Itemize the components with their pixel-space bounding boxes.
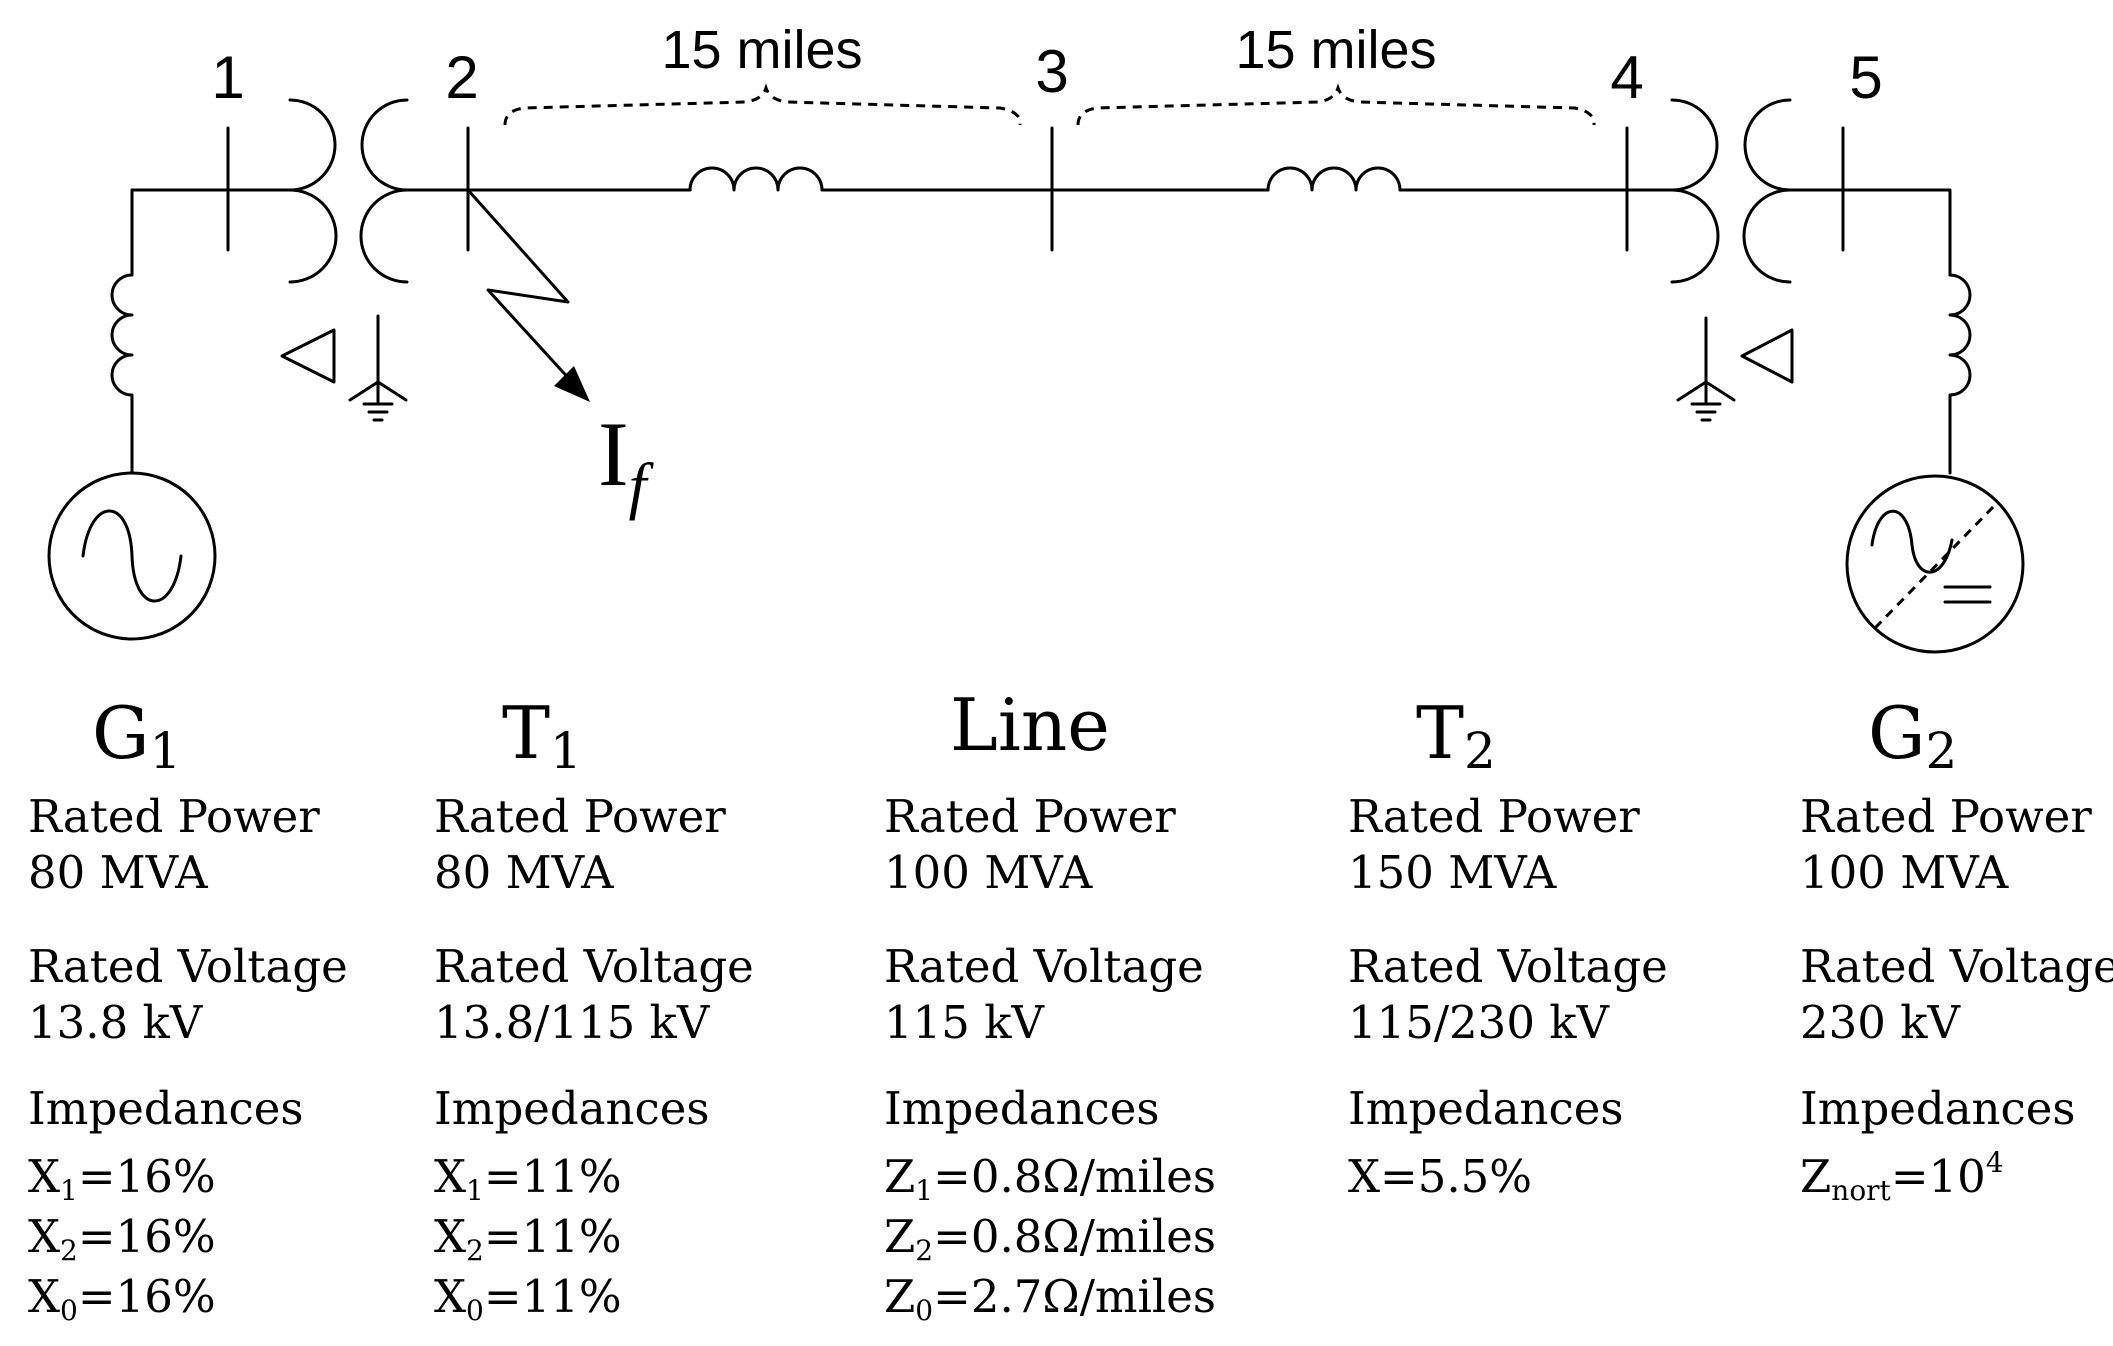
t1-rated-voltage-label: Rated Voltage <box>434 940 754 993</box>
g2-impedance-znort: Znort=104 <box>1800 1146 2004 1207</box>
t1-impedance-x0: X0=11% <box>434 1270 622 1327</box>
fault-lightning-path <box>466 188 574 384</box>
t2-rated-power-label: Rated Power <box>1348 790 1640 843</box>
fault-current-label: If <box>598 403 655 521</box>
t2-impedances-label: Impedances <box>1348 1082 1623 1135</box>
t1-impedance-x2: X2=11% <box>434 1210 622 1267</box>
line-rated-voltage-value: 115 kV <box>884 996 1045 1049</box>
bus-label-1: 1 <box>211 44 244 111</box>
line-section-1-length: 15 miles <box>661 20 862 80</box>
t1-title: T1 <box>502 691 582 780</box>
line-rated-power-label: Rated Power <box>884 790 1176 843</box>
line-title: Line <box>950 683 1110 767</box>
g1-impedances-label: Impedances <box>28 1082 303 1135</box>
t2-rated-voltage-value: 115/230 kV <box>1348 996 1611 1049</box>
t2-rated-voltage-label: Rated Voltage <box>1348 940 1668 993</box>
line-impedance-z2: Z2=0.8Ω/miles <box>884 1210 1216 1267</box>
g2-lead <box>1788 188 1952 277</box>
t1-impedance-x1: X1=11% <box>434 1150 622 1207</box>
g2-impedances-label: Impedances <box>1800 1082 2075 1135</box>
t1-grounded-wye-symbol <box>348 314 408 422</box>
distance-brace-2 <box>1076 83 1596 126</box>
line-section-2-inductor <box>1266 166 1402 192</box>
t1-rated-power-label: Rated Power <box>434 790 726 843</box>
g1-impedance-x2: X2=16% <box>28 1210 216 1267</box>
t2-impedance-x: X=5.5% <box>1348 1150 1532 1203</box>
g1-rated-power-label: Rated Power <box>28 790 320 843</box>
line-spec-block: Line Rated Power 100 MVA Rated Voltage 1… <box>884 683 1216 1327</box>
t1-secondary-winding <box>359 98 409 284</box>
line-rated-power-value: 100 MVA <box>884 846 1093 899</box>
t2-rated-power-value: 150 MVA <box>1348 846 1557 899</box>
g1-impedance-x0: X0=16% <box>28 1270 216 1327</box>
g1-impedance-x1: X1=16% <box>28 1150 216 1207</box>
g2-rated-voltage-value: 230 kV <box>1800 996 1961 1049</box>
t1-delta-symbol <box>280 328 336 384</box>
g2-rated-power-label: Rated Power <box>1800 790 2092 843</box>
g2-spec-block: G2 Rated Power 100 MVA Rated Voltage 230… <box>1800 691 2113 1207</box>
g2-rated-voltage-label: Rated Voltage <box>1800 940 2113 993</box>
g2-reactance-coil <box>1948 273 1972 475</box>
bus-label-3: 3 <box>1035 38 1068 105</box>
t2-primary-winding <box>1670 98 1720 284</box>
t1-rated-voltage-value: 13.8/115 kV <box>434 996 711 1049</box>
g1-title: G1 <box>92 691 181 780</box>
t1-rated-power-value: 80 MVA <box>434 846 614 899</box>
line-section-1-inductor <box>688 166 824 192</box>
g1-spec-block: G1 Rated Power 80 MVA Rated Voltage 13.8… <box>28 691 348 1327</box>
t2-delta-symbol <box>1740 328 1794 384</box>
g2-inverter-circle <box>1845 474 2025 654</box>
g2-inverter-diagonal <box>1873 500 2000 630</box>
g1-rated-voltage-value: 13.8 kV <box>28 996 204 1049</box>
distance-brace-1 <box>503 83 1022 126</box>
t2-grounded-wye-symbol <box>1676 316 1736 422</box>
line-impedance-z0: Z0=2.7Ω/miles <box>884 1270 1216 1327</box>
line-impedances-label: Impedances <box>884 1082 1159 1135</box>
bus-label-4: 4 <box>1610 44 1643 111</box>
g1-sine-icon <box>81 509 183 603</box>
g1-rated-voltage-label: Rated Voltage <box>28 940 348 993</box>
line-impedance-z1: Z1=0.8Ω/miles <box>884 1150 1216 1207</box>
t2-title: T2 <box>1416 691 1496 780</box>
bus-label-2: 2 <box>445 44 478 111</box>
g2-ac-sine-icon <box>1870 510 1954 574</box>
fault-arrow-head <box>554 366 590 402</box>
g1-generator-circle <box>47 471 217 641</box>
line-rated-voltage-label: Rated Voltage <box>884 940 1204 993</box>
t2-spec-block: T2 Rated Power 150 MVA Rated Voltage 115… <box>1348 691 1668 1203</box>
t1-primary-winding <box>288 98 338 284</box>
g2-dc-symbol-icon <box>1943 585 1992 604</box>
t2-secondary-winding <box>1742 98 1792 284</box>
bus-label-5: 5 <box>1849 44 1882 111</box>
g1-reactance-coil <box>110 188 134 475</box>
line-section-2-length: 15 miles <box>1235 20 1436 80</box>
t1-impedances-label: Impedances <box>434 1082 709 1135</box>
t1-spec-block: T1 Rated Power 80 MVA Rated Voltage 13.8… <box>434 691 754 1327</box>
g2-rated-power-value: 100 MVA <box>1800 846 2009 899</box>
g2-title: G2 <box>1868 691 1957 780</box>
g1-rated-power-value: 80 MVA <box>28 846 208 899</box>
